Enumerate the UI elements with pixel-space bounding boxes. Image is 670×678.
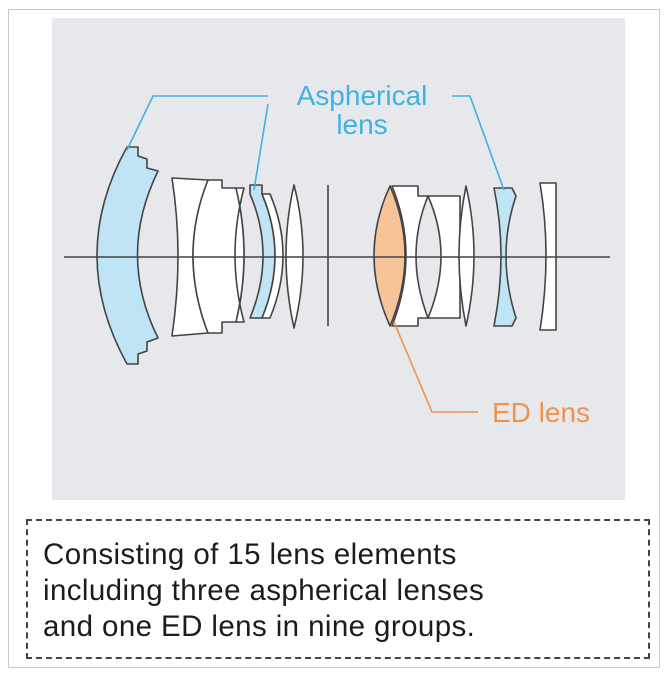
ed-label: ED lens: [492, 397, 590, 428]
caption-line-1: Consisting of 15 lens elements: [43, 538, 457, 571]
aspherical-label-line2: lens: [336, 109, 387, 140]
ed-leader: [393, 321, 478, 413]
aspherical-leader-front: [126, 95, 268, 151]
aspherical-label-line1: Aspherical: [297, 80, 428, 111]
aspherical-leader-rear: [452, 95, 505, 191]
lens-element-5b: [261, 193, 284, 319]
caption-line-3: and one ED lens in nine groups.: [43, 610, 476, 643]
ed-element: [373, 185, 406, 327]
caption-line-2: including three aspherical lenses: [43, 574, 485, 607]
lens-element-10: [458, 185, 475, 327]
lens-element-4: [234, 187, 245, 323]
lens-element-8: [391, 185, 429, 327]
aspherical-leader-middle: [253, 103, 269, 191]
lens-diagram-panel: [52, 18, 625, 500]
caption-box: Consisting of 15 lens elements including…: [26, 519, 650, 659]
aspherical-element-front: [96, 146, 159, 365]
